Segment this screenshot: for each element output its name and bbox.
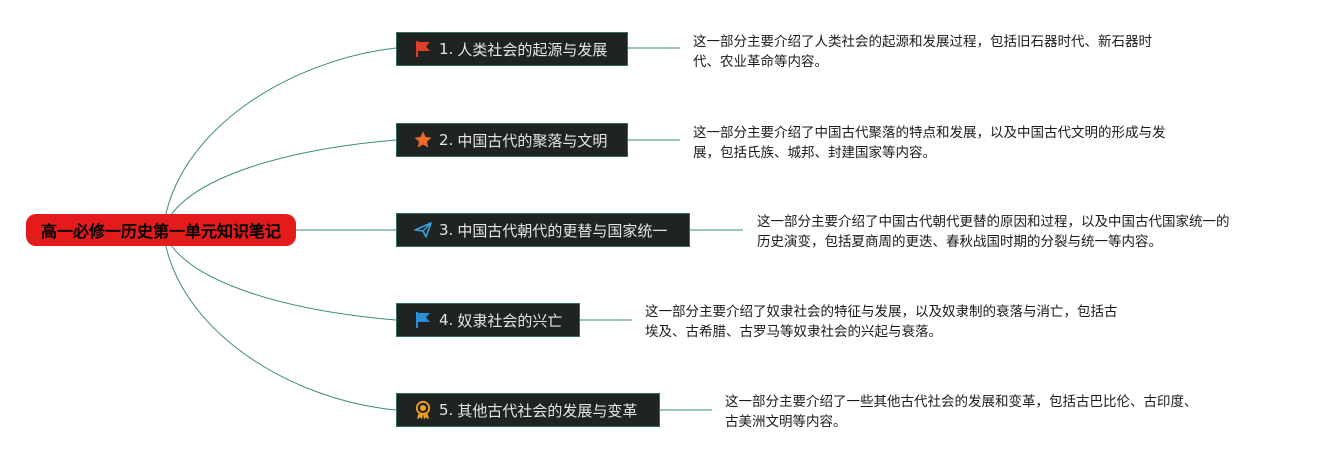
description-line: 古美洲文明等内容。 [725, 414, 847, 430]
description-line: 埃及、古希腊、古罗马等奴隶社会的兴起与衰落。 [645, 324, 942, 340]
branch-topic-2[interactable]: 2. 中国古代的聚落与文明 [396, 123, 628, 157]
description-line: 代、农业革命等内容。 [693, 54, 828, 70]
connector-root-branch-1 [162, 47, 397, 231]
description-line: 展，包括氏族、城邦、封建国家等内容。 [693, 145, 936, 161]
orange-star-icon [413, 130, 433, 150]
connector-root-branch-5 [162, 229, 397, 411]
description-line: 这一部分主要介绍了奴隶社会的特征与发展，以及奴隶制的衰落与消亡，包括古 [645, 304, 1118, 320]
branch-number: 2. [439, 131, 454, 149]
paper-plane-icon [413, 220, 433, 240]
connector-root-branch-2 [162, 139, 397, 231]
connector-root-branch-4 [162, 229, 397, 321]
branch-title: 其他古代社会的发展与变革 [457, 401, 638, 420]
branch-description-1: 这一部分主要介绍了人类社会的起源和发展过程，包括旧石器时代、新石器时 代、农业革… [693, 32, 1152, 72]
branch-description-5: 这一部分主要介绍了一些其他古代社会的发展和变革，包括古巴比伦、古印度、 古美洲文… [725, 392, 1198, 432]
branch-description-4: 这一部分主要介绍了奴隶社会的特征与发展，以及奴隶制的衰落与消亡，包括古 埃及、古… [645, 302, 1118, 342]
branch-description-3: 这一部分主要介绍了中国古代朝代更替的原因和过程，以及中国古代国家统一的 历史演变… [757, 212, 1230, 252]
root-topic[interactable]: 高一必修一历史第一单元知识笔记 [26, 214, 296, 246]
branch-number: 5. [439, 401, 454, 419]
branch-topic-4[interactable]: 4. 奴隶社会的兴亡 [396, 303, 580, 337]
description-line: 这一部分主要介绍了中国古代聚落的特点和发展，以及中国古代文明的形成与发 [693, 125, 1166, 141]
root-topic-label: 高一必修一历史第一单元知识笔记 [40, 222, 281, 241]
description-line: 这一部分主要介绍了中国古代朝代更替的原因和过程，以及中国古代国家统一的 [757, 214, 1230, 230]
description-line: 历史演变，包括夏商周的更迭、春秋战国时期的分裂与统一等内容。 [757, 234, 1162, 250]
red-flag-icon [413, 39, 433, 59]
branch-number: 1. [439, 40, 454, 58]
branch-number: 4. [439, 311, 454, 329]
branch-topic-5[interactable]: 5. 其他古代社会的发展与变革 [396, 393, 660, 427]
blue-flag-icon [413, 310, 433, 330]
description-line: 这一部分主要介绍了人类社会的起源和发展过程，包括旧石器时代、新石器时 [693, 34, 1152, 50]
branch-description-2: 这一部分主要介绍了中国古代聚落的特点和发展，以及中国古代文明的形成与发 展，包括… [693, 123, 1166, 163]
description-line: 这一部分主要介绍了一些其他古代社会的发展和变革，包括古巴比伦、古印度、 [725, 394, 1198, 410]
branch-title: 人类社会的起源与发展 [457, 40, 608, 59]
branch-topic-1[interactable]: 1. 人类社会的起源与发展 [396, 32, 628, 66]
branch-title: 中国古代的聚落与文明 [457, 131, 608, 150]
branch-title: 中国古代朝代的更替与国家统一 [457, 221, 668, 240]
branch-title: 奴隶社会的兴亡 [457, 311, 563, 330]
branch-number: 3. [439, 221, 454, 239]
award-medal-icon [413, 400, 433, 420]
branch-topic-3[interactable]: 3. 中国古代朝代的更替与国家统一 [396, 213, 690, 247]
